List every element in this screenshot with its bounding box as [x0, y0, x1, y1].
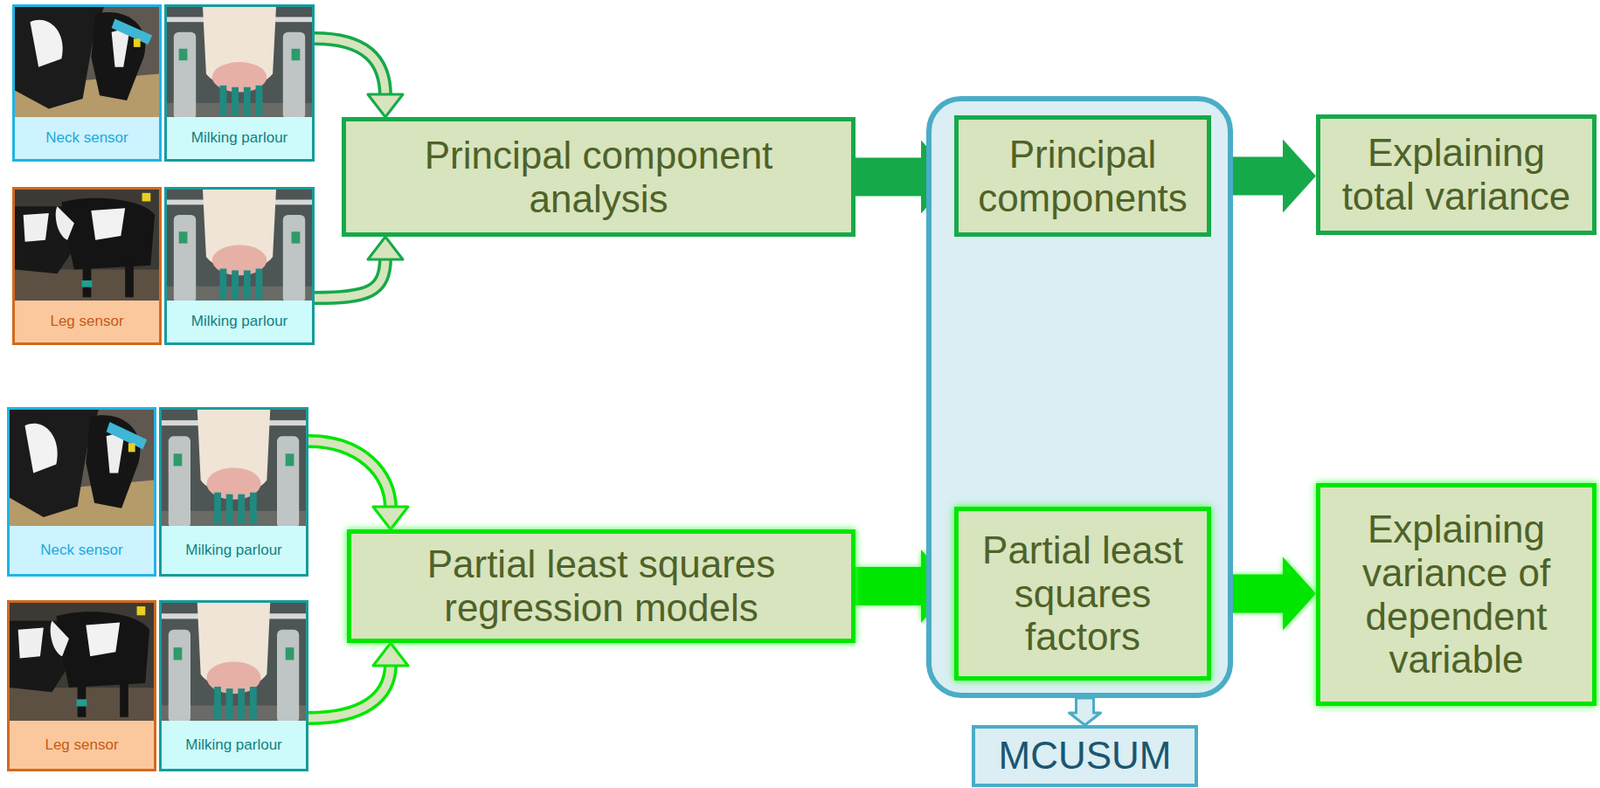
- photo-box: Milking parlour: [164, 4, 315, 162]
- photo-label: Milking parlour: [185, 736, 283, 755]
- process-box: Principal component analysis: [341, 117, 856, 237]
- process-box: Partial least squares regression models: [346, 529, 856, 644]
- photo-label-band: Milking parlour: [161, 526, 306, 575]
- photo-box: Leg sensor: [6, 600, 157, 772]
- process-box: Explaining total variance: [1316, 114, 1597, 236]
- photo-box: Leg sensor: [12, 187, 162, 346]
- box-text: Explaining variance of dependent variabl…: [1329, 507, 1584, 682]
- photo-label: Neck sensor: [40, 541, 123, 560]
- photo-box: Milking parlour: [159, 407, 309, 577]
- process-box: Partial least squares factors: [954, 506, 1212, 681]
- photo-label-band: Milking parlour: [166, 300, 312, 343]
- box-text: MCUSUM: [998, 734, 1172, 777]
- photo-label: Milking parlour: [191, 312, 289, 331]
- photo-box: Neck sensor: [12, 4, 162, 162]
- photo-label: Milking parlour: [191, 129, 289, 147]
- box-text: Principal components: [967, 132, 1199, 220]
- photo-label: Neck sensor: [45, 129, 128, 147]
- photo-label: Leg sensor: [49, 312, 124, 331]
- photo-label-band: Neck sensor: [14, 117, 160, 160]
- output-box: MCUSUM: [971, 725, 1199, 788]
- curved-arrow: [314, 236, 403, 298]
- photo-box: Neck sensor: [6, 407, 157, 577]
- box-text: Partial least squares factors: [967, 528, 1199, 659]
- photo-label: Milking parlour: [185, 541, 283, 560]
- photo-label-band: Neck sensor: [9, 526, 154, 575]
- block-arrow: [1069, 698, 1102, 726]
- box-text: Principal component analysis: [354, 133, 843, 221]
- group-container: Principal componentsPartial least square…: [926, 96, 1233, 699]
- curved-arrow: [308, 441, 409, 530]
- box-text: Partial least squares regression models: [360, 542, 843, 630]
- photo-label-band: Leg sensor: [14, 300, 160, 343]
- photo-label-band: Leg sensor: [9, 720, 154, 769]
- photo-label-band: Milking parlour: [166, 117, 312, 160]
- photo-label: Leg sensor: [44, 736, 118, 755]
- box-text: Explaining total variance: [1329, 131, 1584, 218]
- curved-arrow: [308, 643, 409, 719]
- photo-box: Milking parlour: [164, 187, 315, 346]
- photo-label-band: Milking parlour: [161, 720, 306, 769]
- process-box: Explaining variance of dependent variabl…: [1316, 483, 1597, 707]
- photo-box: Milking parlour: [159, 600, 309, 772]
- process-box: Principal components: [954, 115, 1212, 237]
- curved-arrow: [314, 38, 403, 118]
